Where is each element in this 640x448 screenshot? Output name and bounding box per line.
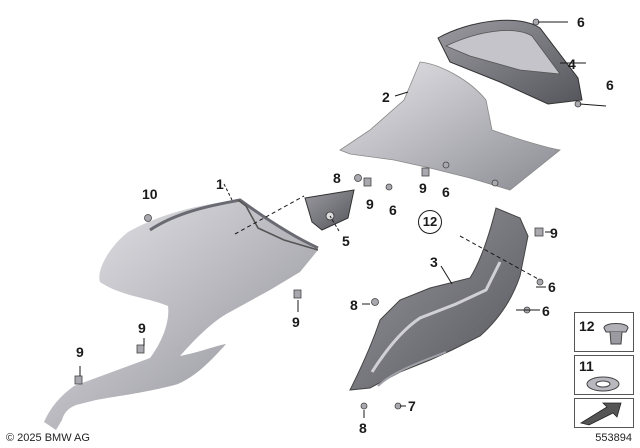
callout-6: 6 — [442, 184, 450, 200]
part-5-small-bracket — [304, 189, 355, 231]
callout-9: 9 — [366, 196, 374, 212]
copyright-text: © 2025 BMW AG — [6, 432, 90, 444]
part-1-front-fairing — [44, 198, 319, 430]
legend-label-12: 12 — [579, 318, 595, 334]
callout-9: 9 — [419, 180, 427, 196]
callout-4: 4 — [568, 56, 576, 72]
callout-10: 10 — [142, 186, 158, 202]
callout-6: 6 — [542, 303, 550, 319]
callout-9: 9 — [76, 344, 84, 360]
legend-label-11: 11 — [579, 358, 594, 374]
callout-5: 5 — [342, 233, 350, 249]
diagram-id: 553894 — [595, 432, 632, 444]
legend-arrow-box — [574, 398, 634, 428]
part-3-lower-bracket — [349, 207, 529, 391]
callout-2: 2 — [382, 89, 390, 105]
callout-8: 8 — [333, 170, 341, 186]
callout-9: 9 — [550, 225, 558, 241]
part-4-bracket — [437, 19, 583, 105]
callout-6: 6 — [577, 14, 585, 30]
callout-3: 3 — [430, 254, 438, 270]
clip-nut-icon — [603, 323, 629, 345]
washer-icon — [586, 376, 620, 392]
callout-8: 8 — [350, 297, 358, 313]
legend-item-12: 12 — [574, 312, 634, 352]
direction-arrow-icon — [579, 402, 622, 426]
legend-item-11: 11 — [574, 355, 634, 395]
callout-12-circled: 12 — [418, 210, 442, 234]
callout-6: 6 — [389, 202, 397, 218]
callout-6: 6 — [606, 77, 614, 93]
callout-1: 1 — [216, 176, 224, 192]
leader-lines — [79, 21, 607, 418]
fasteners — [74, 18, 582, 410]
callout-8: 8 — [359, 420, 367, 436]
callout-7: 7 — [408, 398, 416, 414]
callout-9: 9 — [138, 320, 146, 336]
part-2-side-panel — [339, 61, 561, 191]
callout-6: 6 — [548, 279, 556, 295]
callout-9: 9 — [292, 314, 300, 330]
